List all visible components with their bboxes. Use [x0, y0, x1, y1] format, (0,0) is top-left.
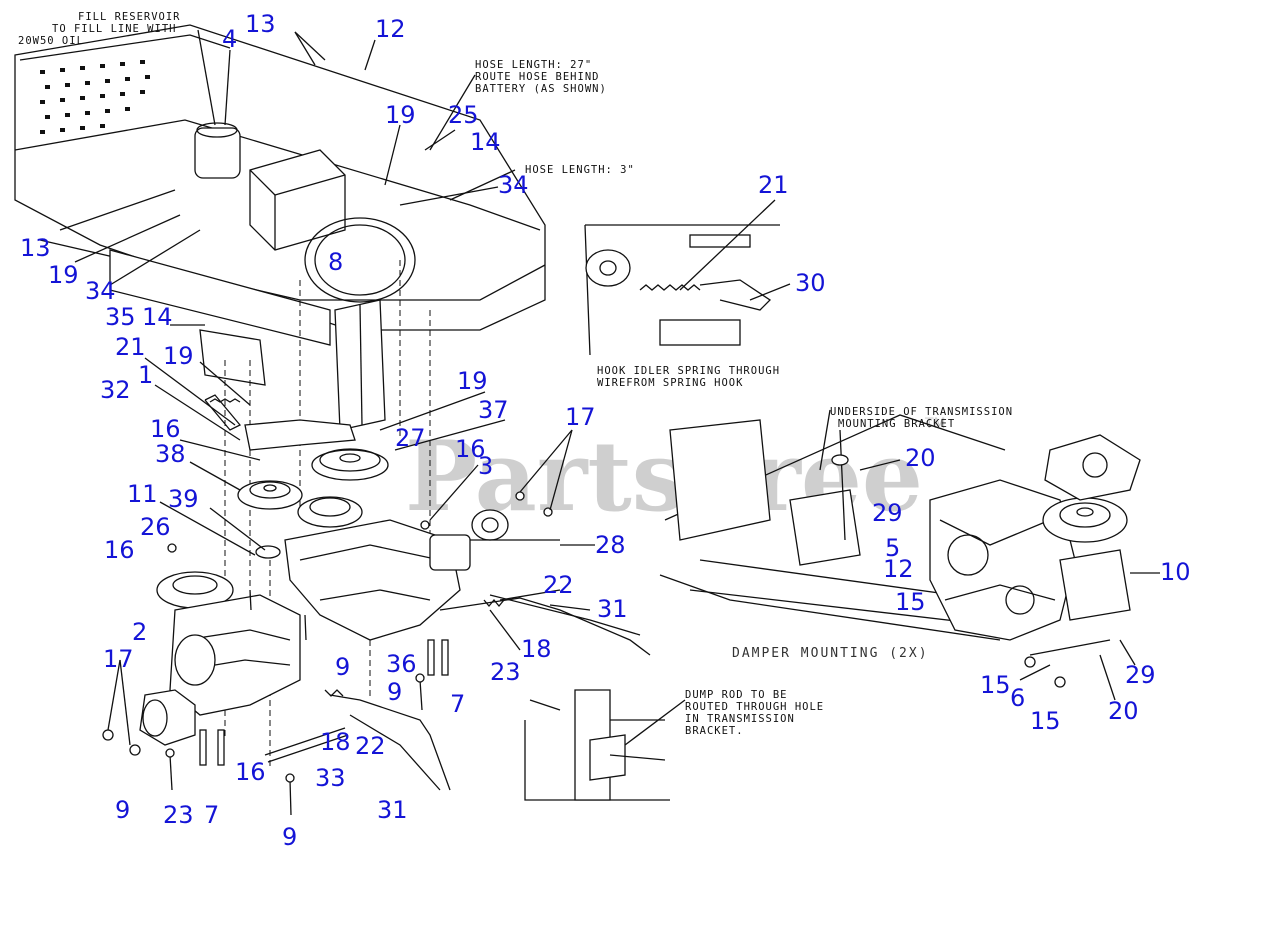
note-hose-27-2: ROUTE HOSE BEHIND	[475, 71, 599, 83]
note-hose-3: HOSE LENGTH: 3"	[525, 164, 635, 176]
callout: 19	[385, 101, 416, 129]
note-fill-reservoir-1: FILL RESERVOIR	[78, 11, 181, 23]
callout: 37	[478, 396, 509, 424]
note-hook-idler-1: HOOK IDLER SPRING THROUGH	[597, 365, 780, 377]
callout: 39	[168, 485, 199, 513]
callout: 28	[595, 531, 626, 559]
callout: 19	[48, 261, 79, 289]
transmission-right	[284, 509, 560, 641]
callout: 18	[521, 635, 552, 663]
transmission-left	[139, 571, 301, 746]
callout: 23	[490, 658, 521, 686]
callout: 14	[470, 128, 501, 156]
note-hook-idler-2: WIREFROM SPRING HOOK	[597, 377, 743, 389]
callout: 36	[386, 650, 417, 678]
callout: 34	[498, 171, 529, 199]
note-dump-rod-3: IN TRANSMISSION	[685, 713, 795, 725]
callout: 20	[905, 444, 936, 472]
callout: 27	[395, 424, 426, 452]
callout: 15	[980, 671, 1011, 699]
callout: 19	[163, 342, 194, 370]
callout: 4	[222, 25, 237, 53]
callout: 8	[328, 248, 343, 276]
callout: 31	[597, 595, 628, 623]
inset-idler-spring	[584, 224, 780, 356]
callout: 3	[478, 452, 493, 480]
callout: 7	[450, 690, 465, 718]
callout: 12	[883, 555, 914, 583]
callout: 20	[1108, 697, 1139, 725]
callout: 34	[85, 277, 116, 305]
callout: 23	[163, 801, 194, 829]
bolts	[102, 491, 553, 816]
callout: 9	[387, 678, 402, 706]
callout: 19	[457, 367, 488, 395]
callout: 2	[132, 618, 147, 646]
callout: 22	[355, 732, 386, 760]
pulley-37	[311, 448, 389, 481]
callout: 1	[138, 361, 153, 389]
note-damper-mounting: DAMPER MOUNTING (2X)	[732, 646, 929, 661]
inset-dump-rod	[524, 689, 670, 801]
callout: 9	[282, 823, 297, 851]
callout: 13	[245, 10, 276, 38]
callout: 16	[150, 415, 181, 443]
spacer	[255, 545, 281, 559]
note-underside-1: UNDERSIDE OF TRANSMISSION	[830, 406, 1013, 418]
callout: 9	[335, 653, 350, 681]
transmission-exploded	[929, 434, 1141, 688]
note-fill-reservoir-2: TO FILL LINE WITH	[52, 23, 176, 35]
note-hose-27-3: BATTERY (AS SHOWN)	[475, 83, 607, 95]
callout-numbers: 13 12 4 19 25 14 34 21 30 13 19 34 8 35 …	[20, 10, 1191, 851]
callout: 11	[127, 480, 158, 508]
callout: 18	[320, 728, 351, 756]
callout: 32	[100, 376, 131, 404]
callout: 21	[758, 171, 789, 199]
callout: 33	[315, 764, 346, 792]
idler-pulley-38	[237, 480, 303, 510]
callout: 29	[1125, 661, 1156, 689]
callout: 12	[375, 15, 406, 43]
callout: 10	[1160, 558, 1191, 586]
pulley-39	[297, 496, 363, 528]
leader-lines	[59, 29, 1160, 746]
note-hose-27-1: HOSE LENGTH: 27"	[475, 59, 592, 71]
callout: 31	[377, 796, 408, 824]
note-dump-rod-2: ROUTED THROUGH HOLE	[685, 701, 824, 713]
callout: 30	[795, 269, 826, 297]
callout: 29	[872, 499, 903, 527]
callout: 16	[455, 435, 486, 463]
callout: 16	[104, 536, 135, 564]
linkages	[264, 594, 651, 791]
callout: 38	[155, 440, 186, 468]
callout: 6	[1010, 684, 1025, 712]
mower-frame	[14, 24, 546, 431]
callout: 7	[204, 801, 219, 829]
note-dump-rod-1: DUMP ROD TO BE	[685, 689, 788, 701]
callout: 14	[142, 303, 173, 331]
callout: 9	[115, 796, 130, 824]
annotation-notes: FILL RESERVOIR TO FILL LINE WITH 20W50 O…	[18, 11, 1013, 737]
callout: 15	[895, 588, 926, 616]
callout: 15	[1030, 707, 1061, 735]
callout: 17	[103, 645, 134, 673]
idler-bracket	[204, 394, 356, 451]
callout: 21	[115, 333, 146, 361]
callout: 26	[140, 513, 171, 541]
callout: 35	[105, 303, 136, 331]
callout: 13	[20, 234, 51, 262]
note-underside-2: MOUNTING BRACKET	[838, 418, 955, 430]
callout: 22	[543, 571, 574, 599]
callout: 25	[448, 101, 479, 129]
inset-damper-mounting	[659, 414, 1006, 641]
note-dump-rod-4: BRACKET.	[685, 725, 744, 737]
note-fill-reservoir-3: 20W50 OIL	[18, 35, 84, 47]
callout: 17	[565, 403, 596, 431]
callout: 16	[235, 758, 266, 786]
callout: 5	[885, 534, 900, 562]
